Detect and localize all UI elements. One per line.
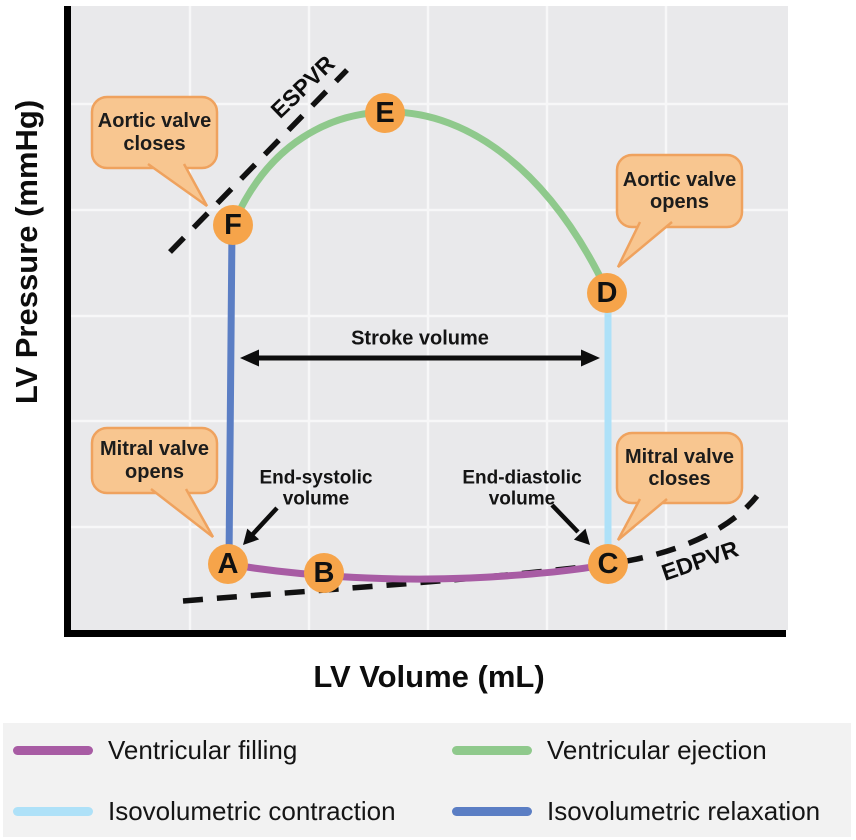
point-c-marker (588, 544, 628, 584)
point-a-marker (208, 544, 248, 584)
callout-mitral-valve-closes-label: Mitral valve closes (625, 445, 734, 490)
ventricular-filling-segment (224, 560, 612, 583)
legend-item-ventricular-filling: Ventricular filling (13, 732, 297, 768)
callout-mitral-valve-closes-bubble (615, 431, 744, 541)
point-a-label: A (217, 548, 239, 580)
legend-item-isovolumetric-contraction: Isovolumetric contraction (13, 793, 396, 829)
point-e-label: E (375, 97, 395, 129)
point-f-marker (213, 205, 253, 245)
stroke-volume-label: Stroke volume (351, 327, 489, 350)
ventricular-ejection-swatch (452, 745, 532, 755)
callout-mitral-valve-closes-text: Mitral valve closes (617, 433, 742, 503)
isovolumetric-relaxation-swatch (452, 806, 532, 816)
y-axis-label: LV Pressure (mmHg) (9, 99, 44, 405)
point-markers (208, 93, 628, 593)
callout-mitral-valve-opens-bubble (90, 426, 219, 538)
espvr-dashed-line (168, 68, 349, 254)
callout-mitral-valve-opens-label: Mitral valve opens (100, 438, 209, 483)
point-e-marker (365, 93, 405, 133)
callout-aortic-valve-opens-label: Aortic valve opens (622, 168, 737, 213)
legend-label: Isovolumetric relaxation (547, 795, 821, 826)
callout-mitral-valve-opens-text: Mitral valve opens (92, 428, 217, 493)
point-c-label: C (597, 548, 619, 580)
point-b-marker (304, 553, 344, 593)
legend-label: Ventricular ejection (547, 734, 767, 765)
x-axis-label: LV Volume (mL) (313, 659, 545, 694)
x-axis-line (64, 630, 786, 637)
pv-loop-plot (64, 6, 788, 637)
stroke-volume-arrow (240, 349, 600, 367)
legend-item-ventricular-ejection: Ventricular ejection (452, 732, 767, 768)
point-d-marker (587, 273, 627, 313)
isovolumetric-contraction-swatch (13, 806, 93, 816)
point-b-label: B (313, 557, 335, 589)
legend-item-isovolumetric-relaxation: Isovolumetric relaxation (452, 793, 820, 829)
point-d-label: D (596, 277, 618, 309)
ventricular-filling-swatch (13, 745, 93, 755)
end-diastolic-volume-label: End-diastolic volume (462, 467, 582, 510)
callout-aortic-valve-closes-label: Aortic valve closes (97, 110, 212, 155)
legend-label: Isovolumetric contraction (108, 795, 396, 826)
end-diastolic-arrow (550, 503, 590, 545)
callout-aortic-valve-closes-text: Aortic valve closes (92, 97, 217, 168)
isovolumetric-relaxation-segment (225, 224, 236, 565)
end-systolic-arrow (243, 506, 279, 545)
y-axis-line (64, 6, 71, 637)
callout-aortic-valve-closes-bubble (90, 95, 219, 208)
legend-label: Ventricular filling (108, 734, 298, 765)
callout-aortic-valve-opens-text: Aortic valve opens (617, 155, 742, 227)
callout-aortic-valve-opens-bubble (615, 153, 744, 268)
legend: Ventricular filling Ventricular ejection… (3, 723, 851, 837)
end-systolic-volume-label: End-systolic volume (259, 467, 373, 510)
point-f-label: F (224, 209, 242, 241)
